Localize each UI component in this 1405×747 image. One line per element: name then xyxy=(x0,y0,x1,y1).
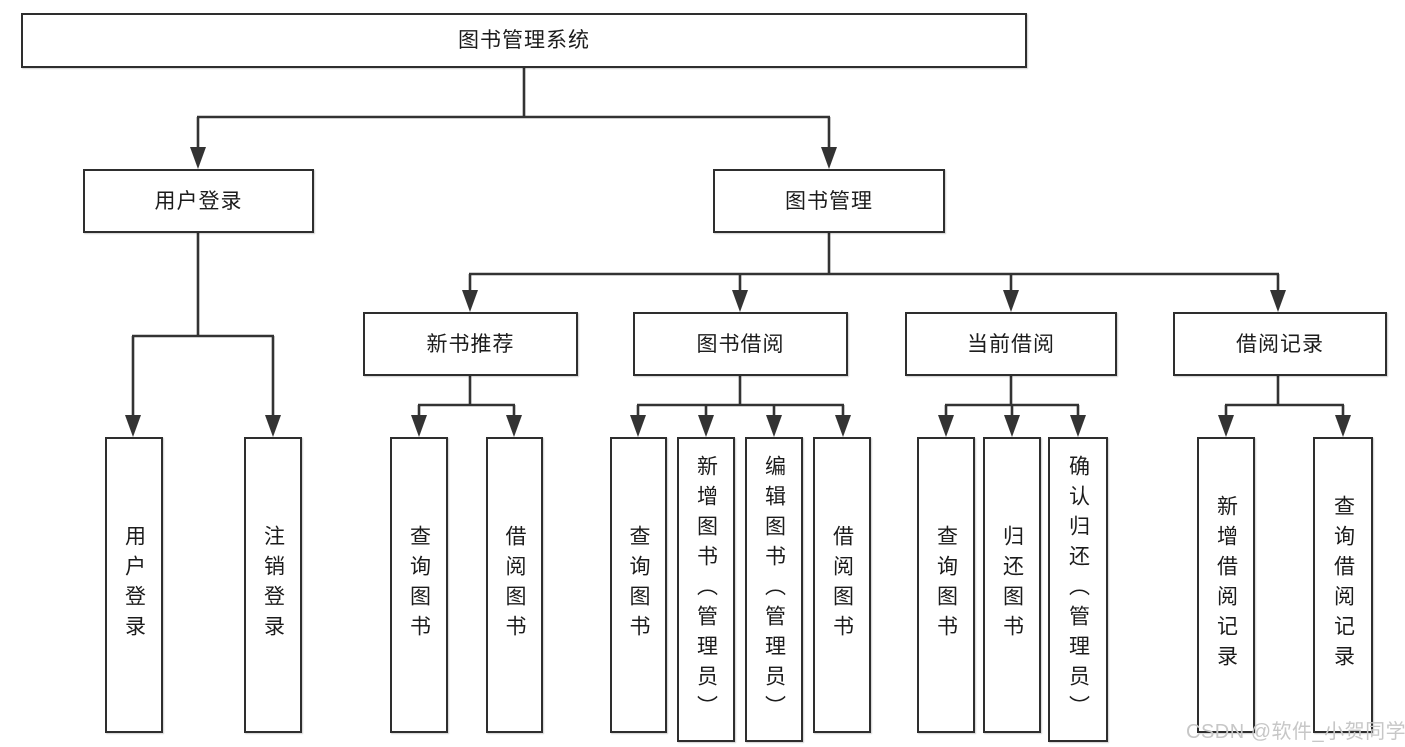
leaf-borrow-books-label: 借阅图书 xyxy=(830,525,854,645)
leaf-return-books: 归还图书 xyxy=(983,437,1041,733)
node-new-book-recommend: 新书推荐 xyxy=(363,312,578,376)
arrowhead-icon xyxy=(1335,415,1351,437)
arrowhead-icon xyxy=(125,415,141,437)
leaf-edit-books-admin-label: 编辑图书（管理员） xyxy=(762,454,786,725)
node-borrow-record: 借阅记录 xyxy=(1173,312,1387,376)
leaf-user-login: 用户登录 xyxy=(105,437,163,733)
leaf-query-books-borrow: 查询图书 xyxy=(610,437,667,733)
leaf-edit-books-admin: 编辑图书（管理员） xyxy=(745,437,803,742)
node-user-login: 用户登录 xyxy=(83,169,314,233)
node-borrow-record-label: 借阅记录 xyxy=(1236,332,1324,356)
arrowhead-icon xyxy=(766,415,782,437)
leaf-query-books-recommend-label: 查询图书 xyxy=(407,525,431,645)
node-user-login-label: 用户登录 xyxy=(154,189,243,213)
leaf-query-books-current-label: 查询图书 xyxy=(934,525,958,645)
leaf-borrow-books-recommend: 借阅图书 xyxy=(486,437,543,733)
arrowhead-icon xyxy=(1218,415,1234,437)
arrowhead-icon xyxy=(265,415,281,437)
leaf-logout-label: 注销登录 xyxy=(261,525,285,645)
node-book-management-label: 图书管理 xyxy=(785,189,873,213)
leaf-add-borrow-record-label: 新增借阅记录 xyxy=(1214,495,1238,675)
leaf-add-borrow-record: 新增借阅记录 xyxy=(1197,437,1255,733)
leaf-return-books-label: 归还图书 xyxy=(1000,525,1024,645)
arrowhead-icon xyxy=(835,415,851,437)
node-book-borrow-label: 图书借阅 xyxy=(696,332,785,356)
node-current-borrow-label: 当前借阅 xyxy=(967,332,1055,356)
arrowhead-icon xyxy=(1070,415,1086,437)
node-new-book-recommend-label: 新书推荐 xyxy=(426,332,515,356)
leaf-query-books-recommend: 查询图书 xyxy=(390,437,448,733)
arrowhead-icon xyxy=(1004,415,1020,437)
leaf-query-books-borrow-label: 查询图书 xyxy=(627,525,650,645)
node-root-label: 图书管理系统 xyxy=(458,29,590,52)
watermark: CSDN @软件_小贺同学 xyxy=(1186,721,1405,743)
arrowhead-icon xyxy=(1003,290,1019,312)
leaf-confirm-return-admin: 确认归还（管理员） xyxy=(1048,437,1108,742)
arrowhead-icon xyxy=(462,290,478,312)
arrowhead-icon xyxy=(411,415,427,437)
leaf-query-books-current: 查询图书 xyxy=(917,437,975,733)
leaf-user-login-label: 用户登录 xyxy=(122,525,146,645)
leaf-logout: 注销登录 xyxy=(244,437,302,733)
node-root: 图书管理系统 xyxy=(21,13,1027,68)
leaf-borrow-books-recommend-label: 借阅图书 xyxy=(503,525,526,645)
arrowhead-icon xyxy=(1270,290,1286,312)
leaf-query-borrow-record-label: 查询借阅记录 xyxy=(1331,495,1355,675)
node-book-borrow: 图书借阅 xyxy=(633,312,848,376)
node-book-management: 图书管理 xyxy=(713,169,945,233)
arrowhead-icon xyxy=(732,290,748,312)
arrowhead-icon xyxy=(938,415,954,437)
arrowhead-icon xyxy=(506,415,522,437)
arrowhead-icon xyxy=(630,415,646,437)
leaf-query-borrow-record: 查询借阅记录 xyxy=(1313,437,1373,733)
arrowhead-icon xyxy=(821,147,837,169)
node-current-borrow: 当前借阅 xyxy=(905,312,1117,376)
leaf-borrow-books: 借阅图书 xyxy=(813,437,871,733)
arrowhead-icon xyxy=(190,147,206,169)
leaf-confirm-return-admin-label: 确认归还（管理员） xyxy=(1066,454,1090,725)
leaf-add-books-admin: 新增图书（管理员） xyxy=(677,437,735,742)
leaf-add-books-admin-label: 新增图书（管理员） xyxy=(694,454,718,725)
arrowhead-icon xyxy=(698,415,714,437)
